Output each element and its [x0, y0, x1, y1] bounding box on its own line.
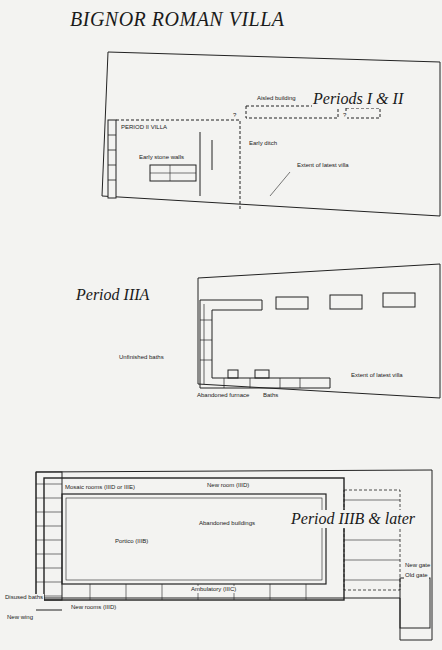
courtyard	[66, 498, 322, 580]
plan-title: BIGNOR ROMAN VILLA	[70, 8, 285, 31]
west-wall	[108, 120, 116, 198]
plan-label: Portico (IIIB)	[114, 538, 149, 545]
query-mark: ?	[232, 112, 237, 119]
early-walls	[200, 132, 212, 196]
building	[383, 293, 415, 307]
wall	[344, 580, 400, 581]
period-heading: Periods I & II	[312, 90, 404, 108]
building	[276, 297, 308, 309]
plan-label: Baths	[262, 392, 279, 399]
plan-label: PERIOD II VILLA	[120, 124, 168, 131]
query-mark: ?	[342, 112, 347, 119]
period-heading: Period IIIB & later	[290, 510, 416, 528]
wall	[126, 584, 127, 600]
plan-label: Abandoned furnace	[196, 392, 250, 399]
plan-label: Ambulatory (IIIC)	[190, 586, 237, 593]
plan-label: Unfinished baths	[118, 354, 165, 361]
site-boundary	[102, 52, 440, 216]
wall	[344, 560, 400, 561]
plan-label: Abandoned buildings	[198, 520, 256, 527]
furnace	[228, 370, 238, 378]
plan-label: New gate	[404, 562, 431, 569]
room-divisions	[150, 165, 196, 181]
portico-courtyard	[62, 494, 326, 584]
aisled-building	[246, 106, 338, 118]
plan-label: New rooms (IIID)	[70, 604, 117, 611]
outer-ambulatory	[44, 478, 344, 600]
plan-label: Disused baths	[4, 594, 44, 601]
abandoned-buildings	[344, 490, 400, 590]
room-cells	[36, 484, 400, 600]
wall	[306, 584, 307, 600]
wall	[270, 584, 271, 600]
wall	[36, 484, 62, 485]
plan-label: Early stone walls	[138, 154, 185, 161]
villa-range	[200, 300, 330, 388]
wall	[36, 582, 62, 583]
wall	[344, 540, 400, 541]
plan-label: Early ditch	[248, 140, 278, 147]
aisled-building-annex	[346, 108, 380, 118]
plan-label: New room (IIID)	[206, 482, 250, 489]
new-rooms	[400, 578, 430, 628]
building	[330, 295, 362, 309]
leader	[270, 172, 290, 196]
wall-courses	[108, 135, 116, 180]
early-ditch	[116, 120, 240, 210]
wall	[344, 500, 400, 501]
wall	[36, 540, 62, 541]
wall	[36, 512, 62, 513]
plan-label: New wing	[6, 614, 34, 621]
new-wing	[36, 610, 62, 611]
wall	[36, 554, 62, 555]
west-wing	[36, 472, 62, 600]
wall	[36, 498, 62, 499]
site-boundary	[198, 264, 440, 398]
early-stone-walls	[150, 165, 196, 181]
plan-label: Extent of latest villa	[296, 162, 350, 169]
wall	[162, 584, 163, 600]
baths	[255, 370, 269, 378]
wall	[36, 526, 62, 527]
plan-label: Old gate	[404, 572, 429, 579]
wall	[36, 568, 62, 569]
period-heading: Period IIIA	[75, 286, 150, 304]
wall	[90, 584, 91, 600]
plan-label: Mosaic rooms (IIID or IIIE)	[64, 484, 136, 491]
plan-label: Aisled building	[256, 95, 297, 102]
rooms	[200, 304, 300, 388]
site-boundary	[36, 470, 432, 640]
plan-label: Extent of latest villa	[350, 372, 404, 379]
